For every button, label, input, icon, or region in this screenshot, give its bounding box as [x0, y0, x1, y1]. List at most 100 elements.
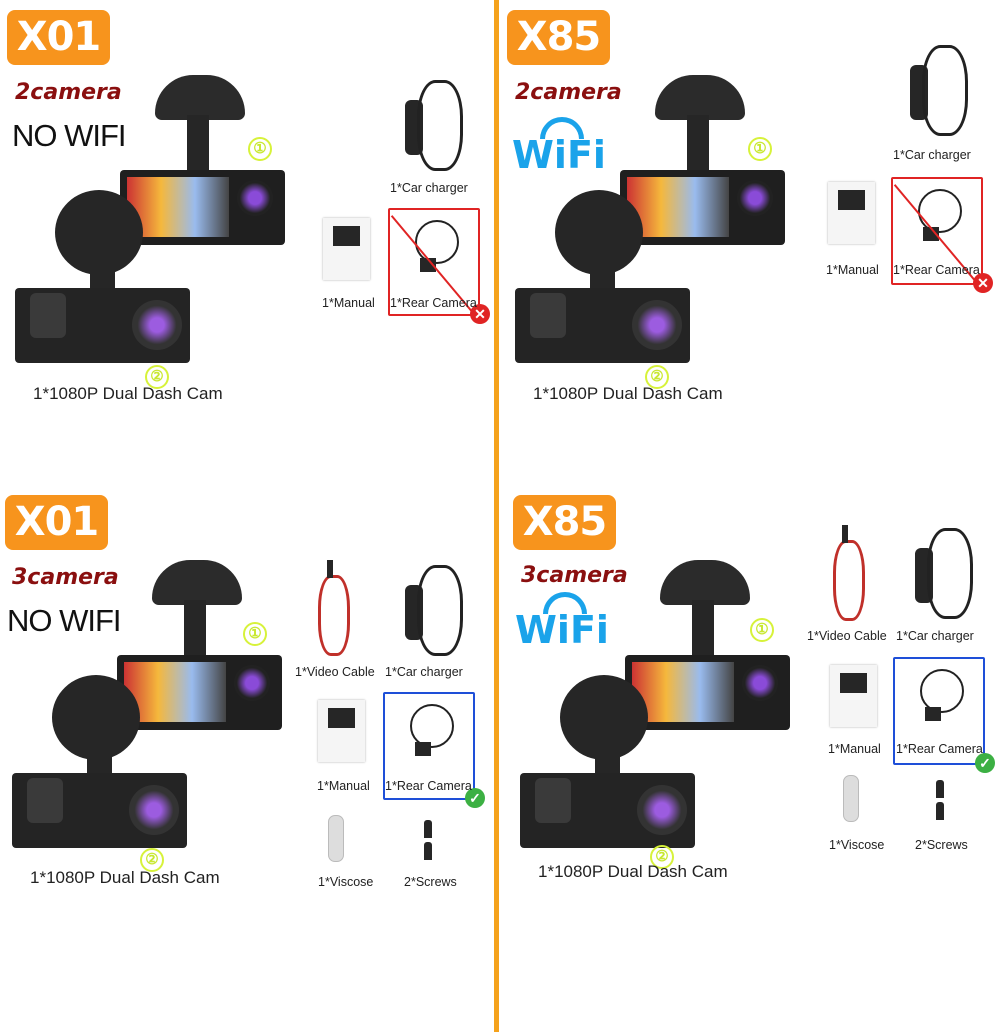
- car-charger-icon: [900, 45, 968, 140]
- camera-count: 2camera: [515, 80, 622, 105]
- manual-icon: [318, 700, 365, 762]
- lens-cover: [27, 778, 63, 823]
- rear-lens: [632, 300, 682, 350]
- accessory-label: 1*Manual: [322, 296, 375, 310]
- rear-camera-icon: [415, 220, 459, 264]
- screen: [632, 662, 734, 722]
- front-lens: [237, 180, 273, 216]
- rear-camera-icon: [920, 669, 964, 713]
- accessory-label: 1*Manual: [826, 263, 879, 277]
- accessory-label: 1*Video Cable: [295, 665, 375, 679]
- no-wifi-label: NO WIFI: [12, 118, 127, 153]
- lens-cover: [30, 293, 66, 338]
- no-wifi-label: NO WIFI: [7, 603, 122, 638]
- front-lens: [234, 665, 270, 701]
- wifi-label: WiFi: [512, 133, 606, 177]
- accessory-label: 1*Viscose: [829, 838, 885, 852]
- manual-cover-image: [838, 190, 865, 210]
- model-badge: X85: [513, 495, 616, 550]
- main-item-caption: 1*1080P Dual Dash Cam: [30, 868, 220, 887]
- wifi-arcs-icon: [543, 592, 587, 614]
- accessory-label: 1*Car charger: [390, 181, 468, 195]
- dash-cam-image: [12, 560, 282, 850]
- marker-front-camera: ①: [748, 137, 772, 161]
- accessory-label: 1*Rear Camera: [390, 296, 477, 310]
- car-charger-icon: [395, 565, 463, 660]
- rear-camera-box: ✓: [893, 657, 995, 773]
- cable-plug: [842, 525, 848, 543]
- accessory-label: 1*Car charger: [896, 629, 974, 643]
- rear-camera-box: ✓: [383, 692, 485, 808]
- main-item-caption: 1*1080P Dual Dash Cam: [533, 384, 723, 403]
- screw: [424, 820, 432, 838]
- screen: [124, 662, 226, 722]
- viscose-icon: [843, 775, 859, 822]
- accessory-label: 1*Rear Camera: [893, 263, 980, 277]
- rear-camera-icon: [410, 704, 454, 748]
- lens-cover: [530, 293, 566, 338]
- wifi-logo: WiFi: [515, 592, 610, 652]
- cable-coil: [833, 540, 865, 621]
- mount-arm: [184, 600, 206, 655]
- dash-cam-image: [15, 75, 285, 365]
- marker-front-camera: ①: [750, 618, 774, 642]
- manual-cover-image: [840, 673, 867, 693]
- model-badge: X01: [7, 10, 110, 65]
- suction-cup: [655, 75, 745, 120]
- camera-module: [925, 707, 941, 721]
- wifi-arcs-icon: [540, 117, 584, 139]
- mount-arm: [187, 115, 209, 170]
- camera-count: 2camera: [15, 80, 122, 105]
- manual-icon: [828, 182, 875, 244]
- excluded-icon: ✕: [470, 304, 490, 324]
- dash-cam-image: [520, 560, 790, 850]
- mount-arm: [90, 260, 115, 290]
- video-cable-icon: [830, 525, 865, 621]
- model-badge: X01: [5, 495, 108, 550]
- cable-coil: [318, 575, 350, 656]
- manual-cover-image: [333, 226, 360, 246]
- accessory-label: 1*Car charger: [893, 148, 971, 162]
- marker-rear-camera: ②: [650, 845, 674, 869]
- rear-camera-icon: [918, 189, 962, 233]
- accessory-label: 1*Video Cable: [807, 629, 887, 643]
- marker-front-camera: ①: [243, 622, 267, 646]
- mount-arm: [687, 115, 709, 170]
- rear-lens: [637, 785, 687, 835]
- viscose-icon: [328, 815, 344, 862]
- wifi-label: WiFi: [515, 608, 609, 652]
- excluded-icon: ✕: [973, 273, 993, 293]
- mount-arm: [590, 260, 615, 290]
- marker-rear-camera: ②: [645, 365, 669, 389]
- manual-cover-image: [328, 708, 355, 728]
- camera-count: 3camera: [12, 565, 119, 590]
- screws-icon: [418, 820, 438, 862]
- mount-arm: [595, 745, 620, 775]
- rear-lens: [129, 785, 179, 835]
- manual-icon: [323, 218, 370, 280]
- screw: [936, 802, 944, 820]
- car-charger-icon: [905, 528, 973, 623]
- manual-icon: [830, 665, 877, 727]
- mount-arm: [87, 745, 112, 775]
- included-check-icon: ✓: [975, 753, 995, 773]
- marker-rear-camera: ②: [145, 365, 169, 389]
- panel-divider: [494, 0, 499, 1032]
- accessory-label: 1*Rear Camera: [385, 779, 472, 793]
- marker-rear-camera: ②: [140, 848, 164, 872]
- car-charger-icon: [395, 80, 463, 175]
- camera-count: 3camera: [521, 563, 628, 588]
- accessory-label: 1*Rear Camera: [896, 742, 983, 756]
- mount-arm: [692, 600, 714, 655]
- main-item-caption: 1*1080P Dual Dash Cam: [538, 862, 728, 881]
- accessory-label: 1*Manual: [317, 779, 370, 793]
- screen: [627, 177, 729, 237]
- accessory-label: 2*Screws: [915, 838, 968, 852]
- accessory-label: 2*Screws: [404, 875, 457, 889]
- rear-lens: [132, 300, 182, 350]
- rear-camera-box: ✕: [891, 177, 993, 293]
- charger-cable: [417, 80, 463, 171]
